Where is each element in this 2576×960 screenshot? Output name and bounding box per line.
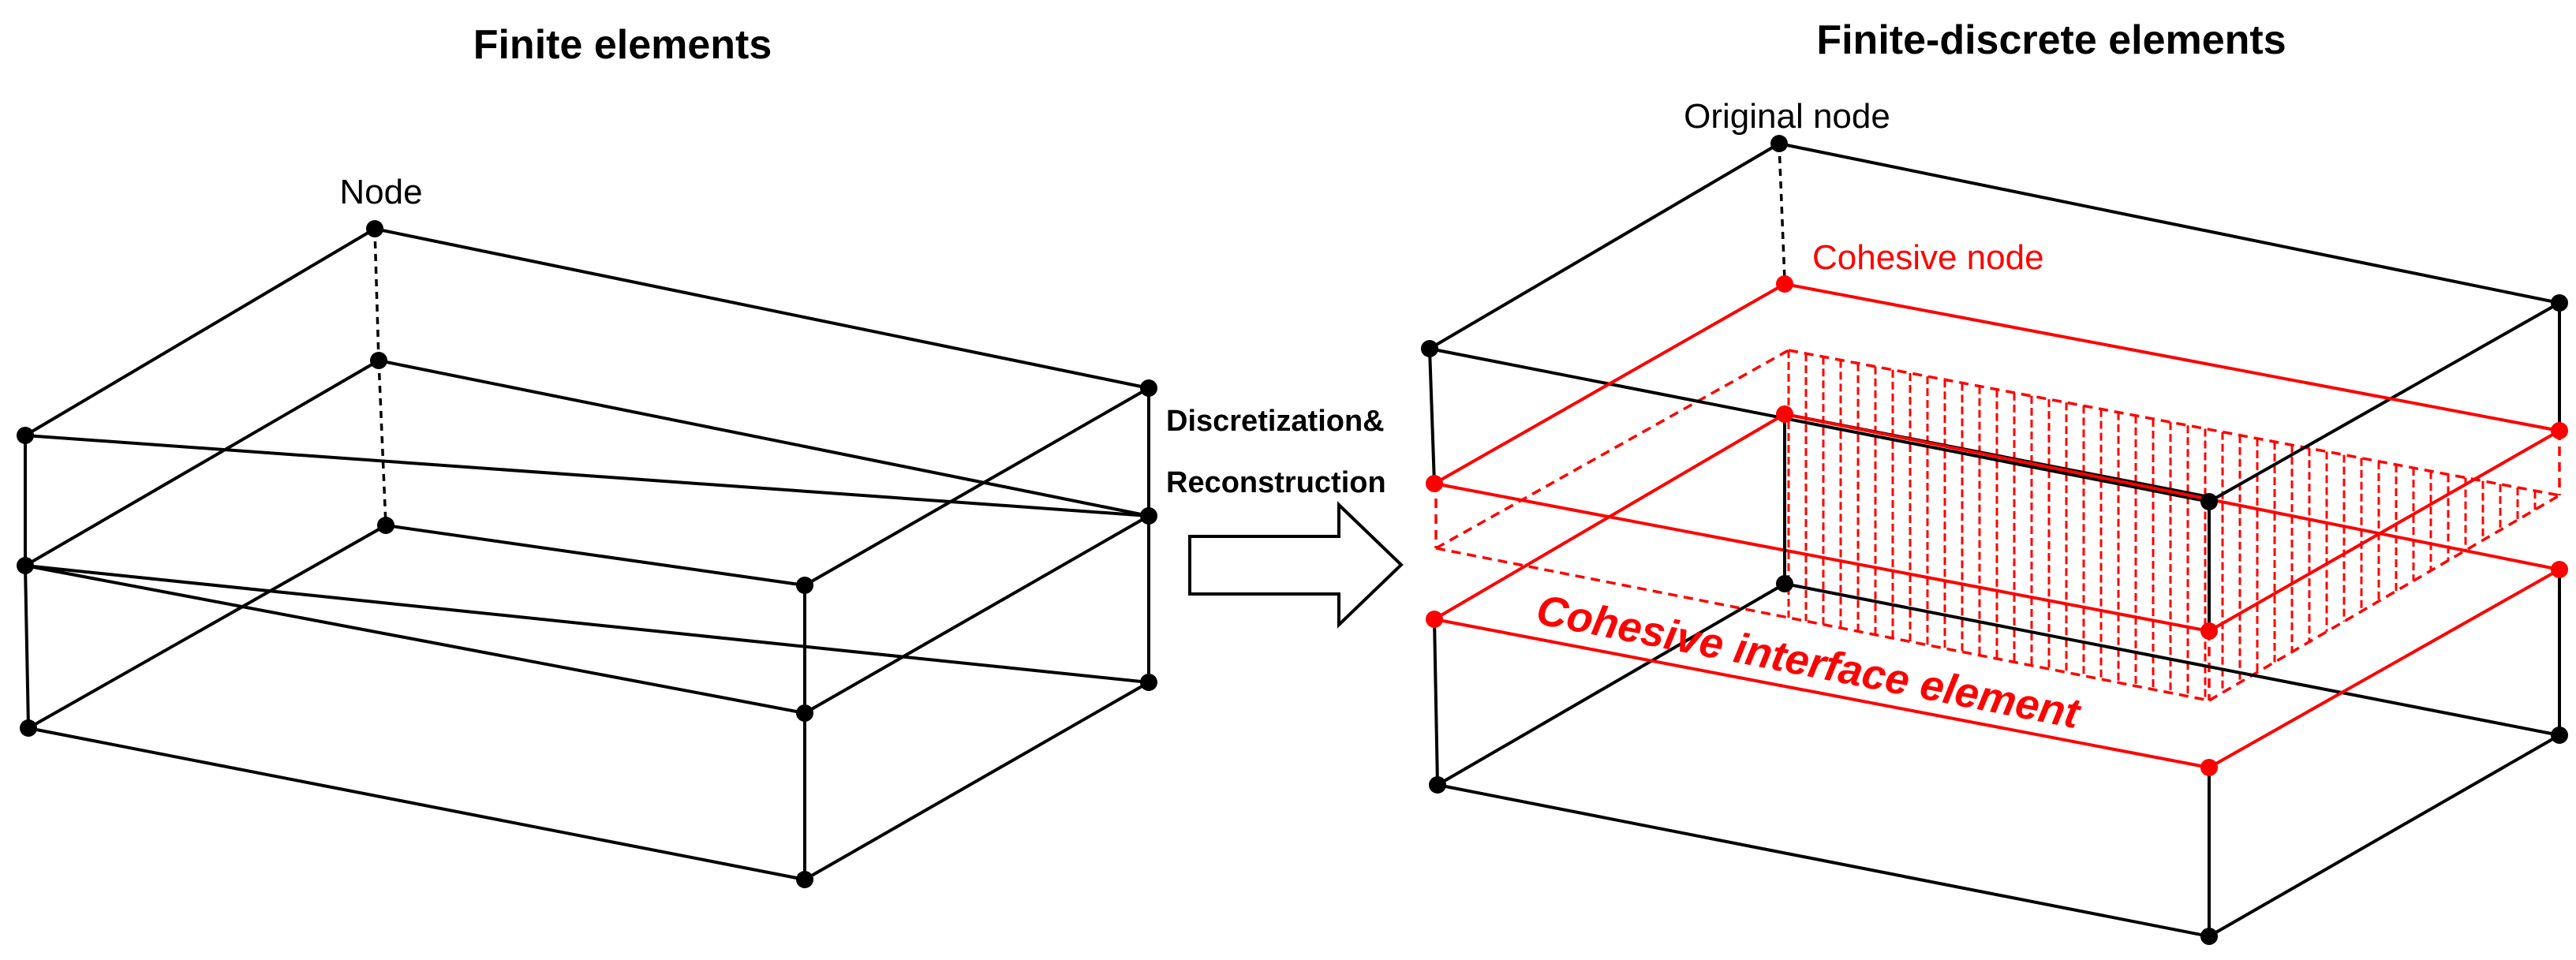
original-node	[1776, 575, 1793, 592]
node	[1140, 379, 1157, 397]
node	[377, 517, 394, 534]
node-label: Node	[339, 173, 422, 211]
node	[796, 577, 813, 594]
cohesive-node	[1426, 475, 1443, 492]
cohesive-node	[1426, 611, 1443, 628]
node	[370, 352, 387, 369]
node	[17, 427, 34, 444]
original-node	[2200, 928, 2218, 945]
node	[796, 704, 813, 722]
arrow-label-line1: Discretization&	[1166, 405, 1385, 438]
original-node	[1429, 776, 1446, 794]
cohesive-node	[2200, 622, 2218, 640]
finite-discrete-elements-panel: Finite-discrete elements Original node C…	[1421, 17, 2568, 945]
original-node	[1770, 135, 1788, 152]
node	[796, 871, 813, 888]
original-node	[2551, 294, 2568, 312]
original-node-label: Original node	[1684, 97, 1890, 136]
lower-element-lines	[1433, 413, 2561, 938]
cohesive-interface-element-label: Cohesive interface element	[1533, 586, 2085, 738]
node	[366, 220, 383, 237]
cohesive-node	[2551, 422, 2568, 439]
finite-elements-panel: Finite elements Node	[17, 22, 1157, 888]
cohesive-node	[2200, 759, 2218, 776]
cohesive-nodes	[1426, 275, 2568, 776]
finite-elements-title: Finite elements	[473, 22, 772, 68]
finite-nodes	[17, 220, 1157, 888]
finite-discrete-elements-title: Finite-discrete elements	[1816, 17, 2286, 63]
arrow-label-line2: Reconstruction	[1166, 466, 1386, 499]
cohesive-node	[1776, 405, 1793, 423]
cohesive-node	[2551, 561, 2568, 578]
transform-arrow-group: Discretization& Reconstruction	[1166, 405, 1404, 629]
node	[1140, 674, 1157, 691]
node	[1140, 507, 1157, 525]
upper-element-lines	[1428, 142, 2561, 633]
original-node	[2200, 493, 2218, 510]
original-node	[2551, 727, 2568, 744]
finite-mesh-lines	[24, 227, 1150, 881]
cohesive-interface-hatch	[1787, 350, 2537, 700]
cohesive-node	[1776, 275, 1793, 293]
original-node	[1421, 340, 1438, 357]
original-nodes	[1421, 135, 2568, 945]
node	[20, 719, 37, 737]
node	[17, 557, 34, 574]
right-arrow-icon	[1188, 501, 1404, 629]
cohesive-node-label: Cohesive node	[1812, 238, 2044, 277]
